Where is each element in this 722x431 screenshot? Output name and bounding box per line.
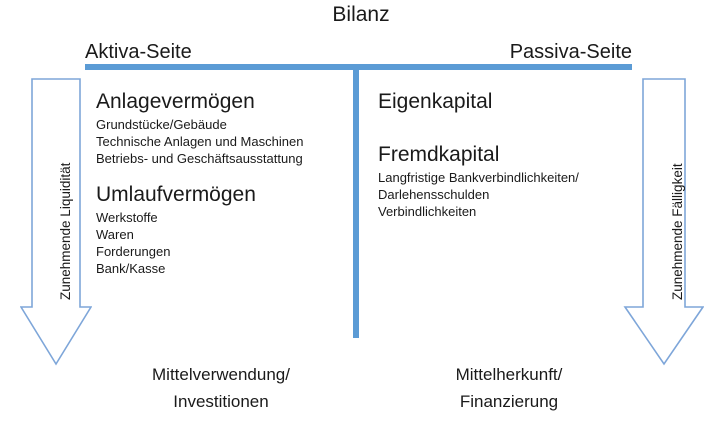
diagram-title: Bilanz xyxy=(332,3,390,26)
footer-line: Mittelherkunft/ xyxy=(455,365,563,384)
footer-line: Investitionen xyxy=(173,392,269,411)
column-header-passiva: Passiva-Seite xyxy=(509,41,632,63)
list-item: Bank/Kasse xyxy=(96,261,166,276)
list-item: Betriebs- und Geschäftsausstattung xyxy=(96,151,303,166)
spacer xyxy=(96,167,346,181)
group-lines-anlagevermoegen: Grundstücke/Gebäude Technische Anlagen u… xyxy=(96,116,346,167)
spacer xyxy=(378,115,640,141)
list-item: Werkstoffe xyxy=(96,210,158,225)
aktiva-column: Anlagevermögen Grundstücke/Gebäude Techn… xyxy=(96,88,346,277)
footer-caption-aktiva: Mittelverwendung/ Investitionen xyxy=(96,361,346,415)
column-header-aktiva: Aktiva-Seite xyxy=(85,41,192,63)
footer-line: Mittelverwendung/ xyxy=(152,365,290,384)
group-lines-fremdkapital: Langfristige Bankverbindlichkeiten/ Darl… xyxy=(378,169,640,220)
vertical-divider-bar xyxy=(353,64,359,338)
list-item: Technische Anlagen und Maschinen xyxy=(96,134,304,149)
group-lines-umlaufvermoegen: Werkstoffe Waren Forderungen Bank/Kasse xyxy=(96,209,346,277)
footer-caption-passiva: Mittelherkunft/ Finanzierung xyxy=(378,361,640,415)
list-item: Forderungen xyxy=(96,244,171,259)
list-item: Verbindlichkeiten xyxy=(378,204,477,219)
list-item: Waren xyxy=(96,227,134,242)
group-heading-eigenkapital: Eigenkapital xyxy=(378,90,493,113)
group-heading-umlaufvermoegen: Umlaufvermögen xyxy=(96,183,256,206)
down-arrow-icon-liquiditaet xyxy=(20,78,92,368)
list-item: Darlehensschulden xyxy=(378,187,490,202)
group-heading-fremdkapital: Fremdkapital xyxy=(378,143,500,166)
list-item: Langfristige Bankverbindlichkeiten/ xyxy=(378,170,579,185)
group-heading-anlagevermoegen: Anlagevermögen xyxy=(96,90,255,113)
list-item: Grundstücke/Gebäude xyxy=(96,117,227,132)
passiva-column: Eigenkapital Fremdkapital Langfristige B… xyxy=(378,88,640,220)
footer-line: Finanzierung xyxy=(459,392,559,411)
arrow-label-liquiditaet: Zunehmende Liquidität xyxy=(58,162,73,300)
arrow-label-faelligkeit: Zunehmende Fälligkeit xyxy=(670,163,685,300)
down-arrow-icon-faelligkeit xyxy=(618,78,704,368)
